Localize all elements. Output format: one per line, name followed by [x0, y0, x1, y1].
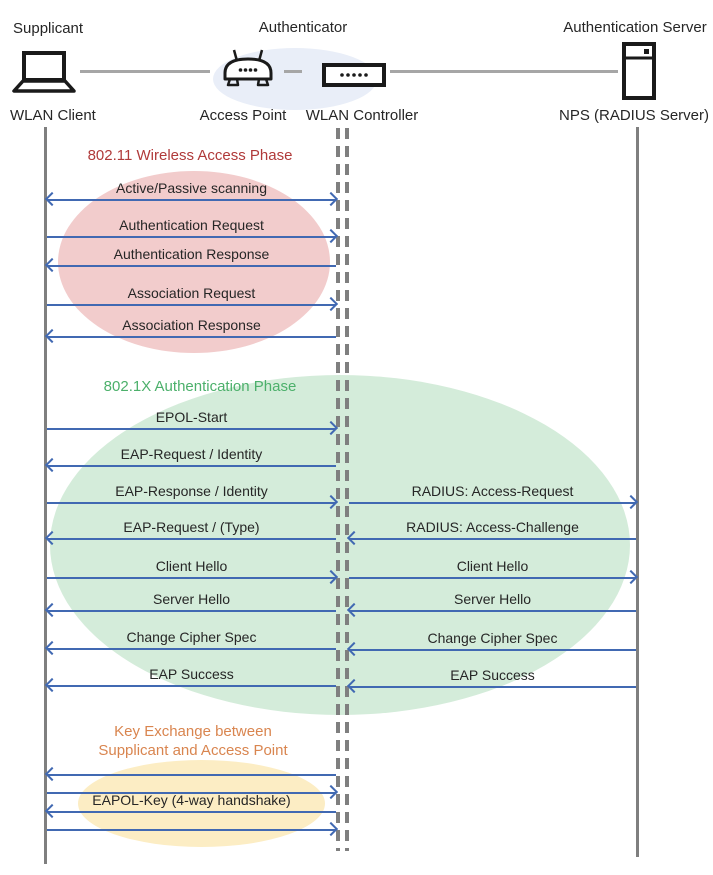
server-icon: [622, 42, 656, 100]
arrowhead-right-icon: [323, 821, 339, 836]
message-association-request: Association Request: [47, 284, 339, 311]
message-client-hello: Client Hello: [349, 557, 639, 584]
message-label: Server Hello: [152, 591, 231, 607]
arrow-line: [47, 464, 336, 467]
message-label: EAP-Response / Identity: [115, 483, 268, 499]
message-label: Authentication Response: [113, 246, 270, 262]
lifeline-controller-b: [345, 128, 349, 851]
connector-line-left: [80, 70, 210, 73]
access-point-icon: [223, 49, 273, 87]
message-authentication-request: Authentication Request: [47, 216, 339, 243]
message-server-hello: Server Hello: [346, 590, 636, 617]
wlan-controller-icon: [322, 63, 386, 87]
message-eap-request-type: EAP-Request / (Type): [44, 518, 336, 545]
arrow-line: [47, 198, 336, 201]
message-client-hello: Client Hello: [47, 557, 339, 584]
phase-title-keyexchange: Key Exchange between Supplicant and Acce…: [98, 723, 288, 759]
arrow-line: [47, 828, 336, 831]
actor-title-authenticator: Authenticator: [258, 19, 348, 36]
message-eapol-key-4-way-handshake: EAPOL-Key (4-way handshake): [44, 791, 336, 818]
arrow-line: [47, 791, 336, 794]
lifeline-server: [636, 127, 639, 857]
message-label: Association Request: [127, 285, 256, 301]
message-label: Client Hello: [155, 558, 228, 574]
message-epol-start: EPOL-Start: [47, 408, 339, 435]
phase-title-dot1x: 802.1X Authentication Phase: [103, 378, 297, 395]
actor-label-nps: NPS (RADIUS Server): [558, 107, 710, 124]
arrow-line: [47, 501, 336, 504]
arrow-line: [47, 684, 336, 687]
arrow-line: [349, 576, 636, 579]
message-label: Association Response: [122, 317, 261, 333]
actor-label-wlan-controller: WLAN Controller: [305, 107, 419, 124]
message-server-hello: Server Hello: [44, 590, 336, 617]
message-change-cipher-spec: Change Cipher Spec: [346, 629, 636, 656]
message-authentication-response: Authentication Response: [44, 245, 336, 272]
message-association-response: Association Response: [44, 316, 336, 343]
message-active-passive-scanning: Active/Passive scanning: [44, 179, 339, 206]
message-eap-response-identity: EAP-Response / Identity: [47, 482, 339, 509]
arrow-line: [47, 427, 336, 430]
phase-title-wireless: 802.11 Wireless Access Phase: [87, 147, 293, 164]
lifeline-client: [44, 127, 47, 864]
arrow-line: [47, 235, 336, 238]
arrow-line: [47, 609, 336, 612]
connector-line-dash: [284, 70, 302, 73]
arrow-line: [349, 501, 636, 504]
message-eap-success: EAP Success: [346, 666, 636, 693]
message-label: Client Hello: [456, 558, 529, 574]
actor-title-auth-server: Authentication Server: [563, 19, 707, 36]
arrow-line: [47, 537, 336, 540]
message-label: EAP Success: [149, 666, 234, 682]
arrow-line: [47, 810, 336, 813]
lifeline-controller-a: [336, 128, 340, 851]
arrow-line: [349, 537, 636, 540]
arrow-line: [47, 647, 336, 650]
message-label: Active/Passive scanning: [116, 180, 267, 196]
message-eap-success: EAP Success: [44, 665, 336, 692]
laptop-icon: [12, 51, 76, 93]
message-label: EAP-Request / Identity: [120, 446, 263, 462]
message-label: RADIUS: Access-Challenge: [406, 519, 579, 535]
actor-label-access-point: Access Point: [199, 107, 287, 124]
message-arrow: [47, 809, 339, 836]
phase-ellipse-dot1x: [50, 375, 630, 715]
message-label: EAPOL-Key (4-way handshake): [92, 792, 291, 808]
message-label: EPOL-Start: [155, 409, 228, 425]
arrow-line: [47, 264, 336, 267]
arrow-line: [349, 648, 636, 651]
arrow-line: [47, 773, 336, 776]
message-label: RADIUS: Access-Request: [411, 483, 574, 499]
message-change-cipher-spec: Change Cipher Spec: [44, 628, 336, 655]
phase-ellipse-wireless: [58, 171, 330, 353]
message-label: EAP Success: [450, 667, 535, 683]
arrow-line: [47, 303, 336, 306]
actor-label-wlan-client: WLAN Client: [10, 107, 96, 124]
message-radius-access-request: RADIUS: Access-Request: [349, 482, 639, 509]
message-label: Server Hello: [453, 591, 532, 607]
message-label: Change Cipher Spec: [126, 629, 257, 645]
message-eap-request-identity: EAP-Request / Identity: [44, 445, 336, 472]
message-label: EAP-Request / (Type): [123, 519, 260, 535]
actor-title-supplicant: Supplicant: [13, 20, 84, 37]
message-arrow: [44, 754, 336, 781]
arrow-line: [47, 576, 336, 579]
arrow-line: [349, 609, 636, 612]
connector-line-right: [390, 70, 618, 73]
arrow-line: [47, 335, 336, 338]
message-label: Authentication Request: [119, 217, 264, 233]
message-arrow: [47, 772, 339, 799]
message-radius-access-challenge: RADIUS: Access-Challenge: [346, 518, 636, 545]
message-label: Change Cipher Spec: [427, 630, 558, 646]
arrow-line: [349, 685, 636, 688]
